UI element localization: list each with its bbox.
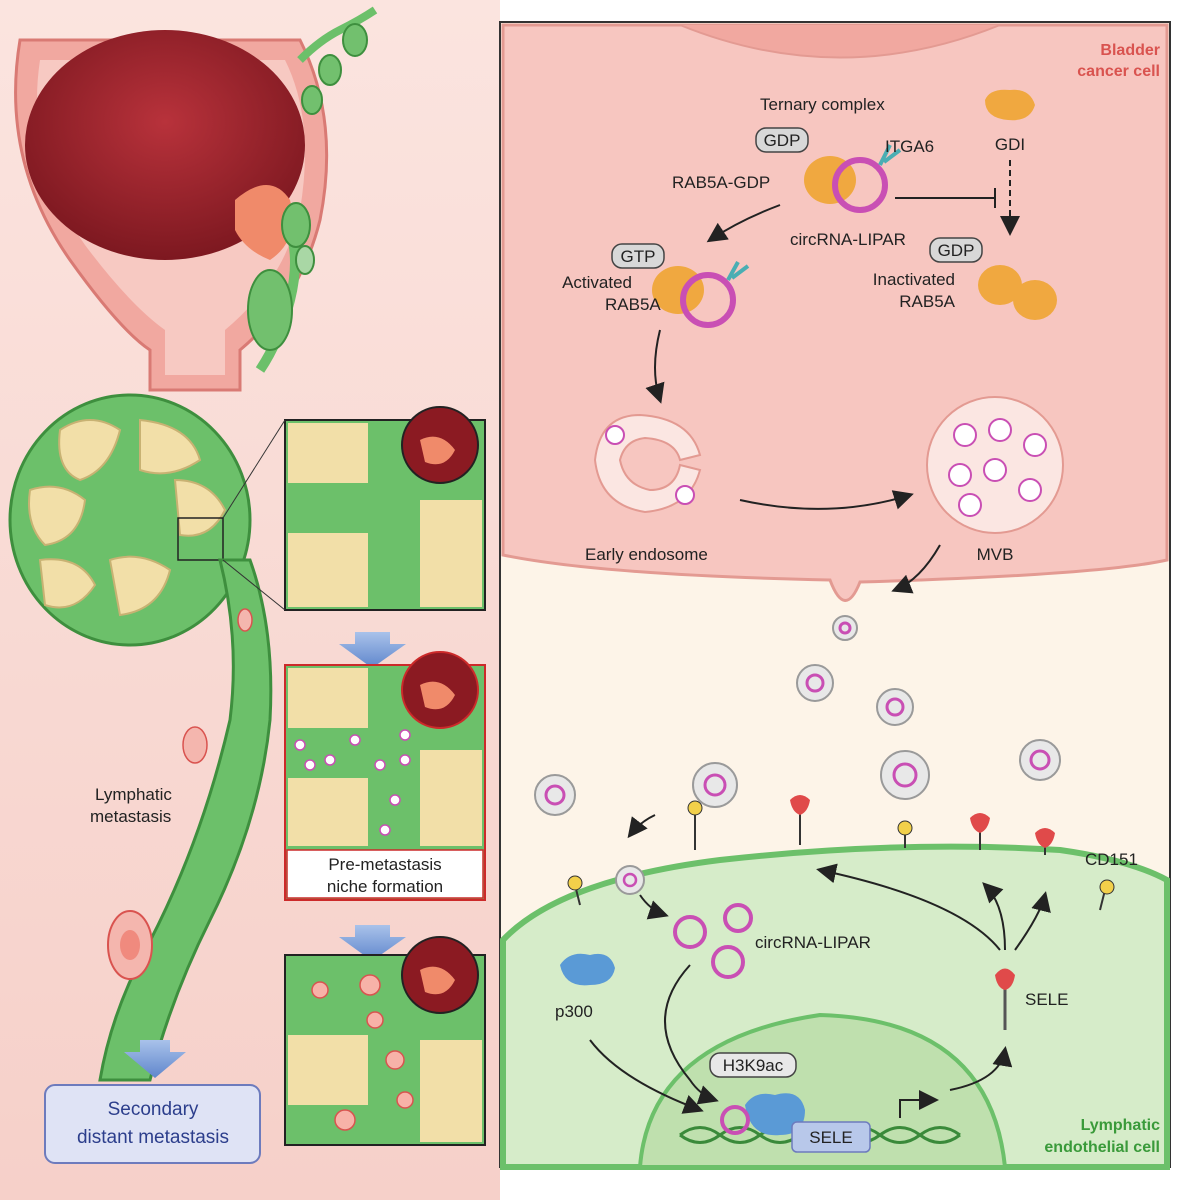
- h3k9ac-tag: [709, 1052, 797, 1078]
- gtp-tag: GTP: [621, 247, 656, 266]
- secondary-label-2: distant metastasis: [77, 1127, 229, 1148]
- sele-receptor: [995, 968, 1015, 990]
- tumor-mass: [235, 185, 293, 260]
- exosomes: [534, 615, 1061, 816]
- p300-chromatin: [745, 1093, 805, 1136]
- sele-gene-box: [791, 1121, 871, 1153]
- lymphatic-metastasis-label-2: metastasis: [90, 807, 171, 826]
- ternary-complex-label: Ternary complex: [760, 95, 885, 114]
- itga6-shape: [878, 144, 902, 166]
- sele-label: SELE: [1025, 990, 1068, 1009]
- zoom-panel-3: [284, 936, 486, 1146]
- ternary-complex: GDP: [755, 127, 902, 213]
- itga6-label: ITGA6: [885, 137, 934, 156]
- circrna-top-label: circRNA-LIPAR: [790, 230, 906, 249]
- circrna-bottom-label: circRNA-LIPAR: [755, 933, 871, 952]
- zoom-box: [177, 517, 224, 561]
- sele-gene-label: SELE: [809, 1128, 852, 1147]
- inactivated-label-2: RAB5A: [899, 292, 955, 311]
- early-endosome: [593, 413, 702, 514]
- rab5a-gdp-label: RAB5A-GDP: [672, 173, 770, 192]
- efferent-vessel: [98, 558, 273, 1082]
- membrane-receptors: [567, 795, 1115, 911]
- gdi-label: GDI: [995, 135, 1025, 154]
- down-arrow-mid-2: [339, 925, 406, 961]
- mvb: [926, 396, 1064, 534]
- lymph-vessels-top: [247, 6, 378, 373]
- p300-shape: [560, 953, 615, 986]
- gdp-tag-top: GDP: [764, 131, 801, 150]
- circrna-cytoplasm: [673, 903, 753, 979]
- lymphatic-cell-label-2: endothelial cell: [1044, 1139, 1160, 1156]
- bladder-cell-label-2: cancer cell: [1077, 63, 1160, 80]
- down-arrow-mid-1: [339, 632, 406, 668]
- niche-label-1: Pre-metastasis: [328, 855, 441, 874]
- circrna-nucleus: [720, 1105, 750, 1135]
- niche-label-2: niche formation: [327, 877, 443, 896]
- gdi-shape: [985, 89, 1035, 121]
- activated-label-2: RAB5A: [605, 295, 661, 314]
- gdp-tag-right: GDP: [938, 241, 975, 260]
- zoom-panel-2: Pre-metastasis niche formation: [284, 651, 486, 901]
- down-arrow-left: [124, 1040, 186, 1078]
- secondary-metastasis-box: Secondary distant metastasis: [44, 1084, 261, 1164]
- zoom-panel-1: [284, 406, 486, 611]
- early-endosome-label: Early endosome: [585, 545, 708, 564]
- lymphatic-metastasis-label-1: Lymphatic: [95, 785, 172, 804]
- cd151-label: CD151: [1085, 850, 1138, 869]
- lymph-node: [8, 393, 252, 647]
- activated-label-1: Activated: [562, 273, 632, 292]
- h3k9ac-label: H3K9ac: [723, 1056, 784, 1075]
- secondary-label-1: Secondary: [108, 1099, 199, 1120]
- p300-label: p300: [555, 1002, 593, 1021]
- lymphatic-cell-label-1: Lymphatic: [1081, 1117, 1161, 1134]
- circrna-ring: [832, 157, 888, 213]
- bladder-cell-label-1: Bladder: [1100, 42, 1160, 59]
- inactivated-label-1: Inactivated: [873, 270, 955, 289]
- mvb-label: MVB: [977, 545, 1014, 564]
